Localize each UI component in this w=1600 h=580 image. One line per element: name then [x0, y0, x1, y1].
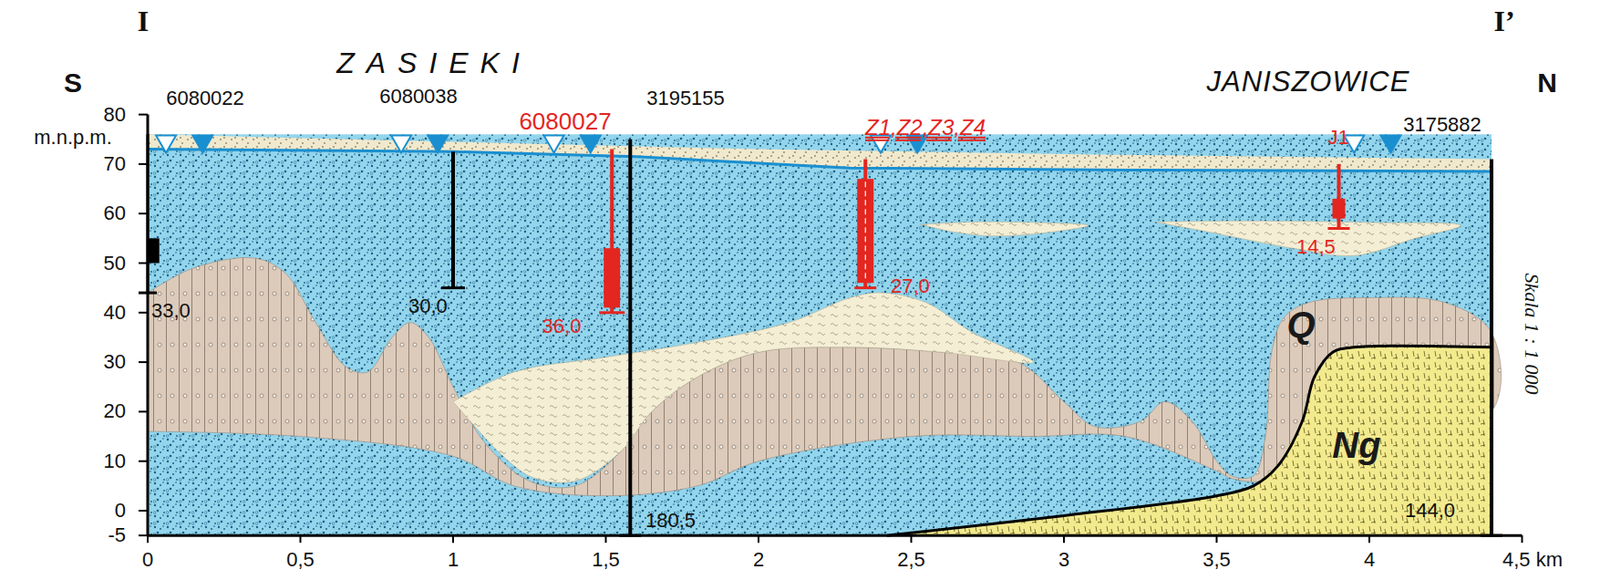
axis-value: -5 — [107, 524, 126, 547]
axis-value: 60 — [103, 202, 126, 225]
x-tick — [757, 535, 760, 543]
well-number: J1 — [1327, 126, 1349, 149]
well-screen — [856, 178, 874, 283]
x-tick — [1216, 535, 1219, 543]
y-tick — [138, 410, 148, 413]
x-tick — [605, 535, 608, 543]
water-level-mark — [391, 134, 412, 153]
well-shaft — [451, 151, 455, 288]
axis-value: 4,5 km — [1502, 548, 1563, 571]
y-axis — [146, 114, 150, 537]
water-level-mark — [192, 134, 213, 153]
axis-value: 30 — [103, 350, 126, 373]
x-tick — [452, 535, 455, 543]
well-number: 6080022 — [165, 87, 245, 110]
well-depth: 14,5 — [1296, 236, 1336, 259]
y-tick — [138, 212, 148, 215]
sand-lens — [920, 221, 1089, 237]
water-level-mark — [544, 134, 565, 153]
axis-value: 80 — [103, 103, 126, 126]
well-shaft — [628, 139, 632, 536]
well-screen — [603, 247, 620, 308]
axis-value: 2 — [753, 548, 764, 571]
well-shaft — [1337, 164, 1342, 229]
well-bottom — [441, 286, 465, 290]
x-tick — [1063, 535, 1065, 543]
neogene-boundary — [887, 345, 1492, 536]
well-number: 6080027 — [518, 108, 611, 135]
neogene — [887, 347, 1492, 536]
well-number: 6080038 — [379, 85, 458, 108]
well-depth: 27,0 — [890, 275, 930, 298]
place-name: ZASIEKI — [336, 47, 532, 80]
well-shaft — [1489, 158, 1494, 536]
y-tick — [138, 534, 148, 537]
x-tick — [299, 535, 302, 543]
aquifer — [147, 134, 1492, 536]
y-tick — [138, 509, 148, 512]
y-tick — [138, 262, 148, 265]
well-screen — [1332, 198, 1346, 219]
place-name: JANISZOWICE — [1207, 66, 1411, 98]
y-tick — [138, 311, 148, 314]
well-depth: 30,0 — [408, 295, 448, 318]
axis-value: 10 — [103, 450, 126, 473]
well-depth: 180,5 — [645, 509, 696, 532]
x-axis — [147, 534, 1523, 537]
y-tick — [138, 113, 148, 116]
axis-value: 50 — [103, 251, 126, 274]
axis-value: 0,5 — [286, 548, 315, 571]
axis-value: 2,5 — [897, 548, 926, 571]
axis-value: 1,5 — [591, 548, 620, 571]
well-number: Z1,Z2,Z3,Z4 — [865, 115, 986, 140]
well-depth: 144,0 — [1404, 499, 1456, 522]
well-depth: 33,0 — [151, 299, 191, 322]
topsoil — [147, 134, 1492, 172]
axis-value: 3,5 — [1202, 548, 1231, 571]
section-end: I — [137, 5, 149, 38]
sand-lens — [453, 292, 1034, 483]
direction: S — [63, 67, 83, 98]
water-level-mark — [580, 134, 601, 153]
well-bottom — [598, 310, 625, 314]
water-level-mark — [155, 134, 176, 153]
axis-value: 70 — [103, 153, 126, 176]
axis-value: 20 — [103, 400, 126, 423]
well-number: 3175882 — [1403, 113, 1482, 136]
axis-value: 40 — [103, 301, 126, 324]
section-end: I’ — [1493, 5, 1515, 38]
x-tick — [1521, 535, 1524, 543]
x-tick — [1368, 535, 1371, 543]
well-number: 3195155 — [646, 87, 725, 110]
axis-value: 4 — [1363, 548, 1375, 571]
direction: N — [1537, 67, 1558, 98]
axis-value: 0 — [114, 499, 126, 522]
stratum-symbol: Q — [1286, 304, 1315, 345]
well-screen — [148, 237, 160, 263]
x-tick — [910, 535, 913, 543]
axis-value: 0 — [142, 548, 154, 571]
water-level-mark — [1380, 134, 1401, 153]
axis-unit: m.n.p.m. — [33, 126, 113, 149]
stratum-symbol: Ng — [1331, 424, 1381, 465]
well-depth: 36,0 — [542, 315, 582, 338]
y-tick — [138, 460, 148, 463]
y-tick — [138, 361, 148, 363]
well-bottom — [1328, 227, 1351, 230]
scale-note: Skala 1 : 1 000 — [1520, 272, 1543, 394]
water-table — [147, 149, 1492, 172]
well-bottom — [854, 286, 877, 290]
y-tick — [138, 163, 148, 166]
well-screen-dash — [865, 181, 867, 280]
water-level-mark — [427, 134, 448, 153]
axis-value: 1 — [447, 548, 459, 571]
x-tick — [146, 535, 149, 543]
axis-value: 3 — [1058, 548, 1070, 571]
